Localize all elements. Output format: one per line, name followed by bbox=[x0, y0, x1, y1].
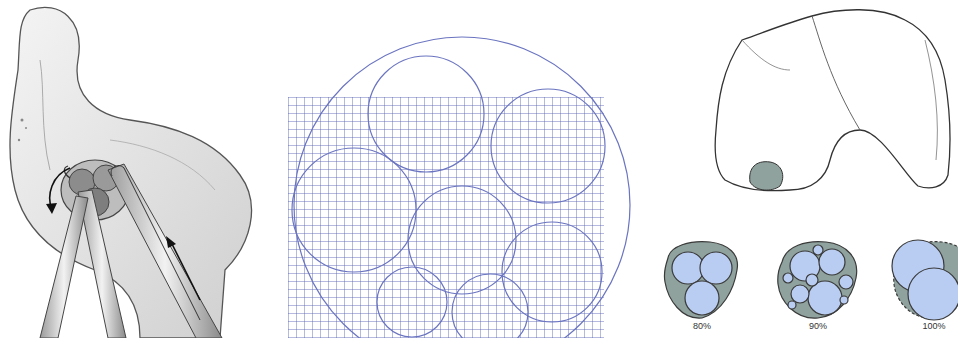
percent-label: 100% bbox=[922, 322, 945, 331]
fill-ratio-shapes bbox=[664, 240, 958, 320]
femur-illustration bbox=[715, 10, 950, 191]
surgical-illustration bbox=[10, 7, 252, 338]
circle-packing-grid bbox=[288, 37, 630, 338]
percent-label: 80% bbox=[693, 322, 711, 331]
percent-label: 90% bbox=[809, 322, 827, 331]
